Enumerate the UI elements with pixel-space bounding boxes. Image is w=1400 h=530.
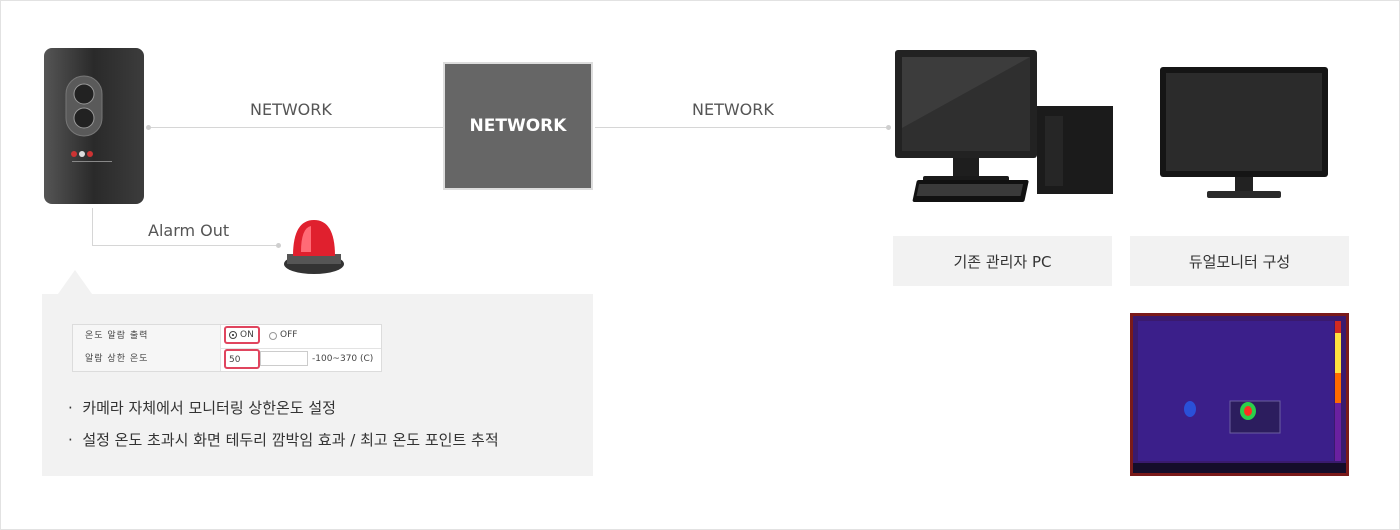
- admin-pc-caption: 기존 관리자 PC: [893, 236, 1112, 286]
- alarm-siren-icon: [284, 220, 344, 274]
- upper-temp-label: 알람 상한 온도: [73, 348, 221, 371]
- network-line-left-endpoint: [146, 125, 151, 130]
- temp-input-field[interactable]: 50: [224, 349, 260, 369]
- network-left-label: NETWORK: [250, 100, 332, 119]
- admin-pc-icon: [895, 50, 1113, 202]
- bullet-text-1: 카메라 자체에서 모니터링 상한온도 설정: [82, 399, 336, 417]
- thermal-camera-device: [44, 48, 144, 204]
- settings-table: 온도 알람 출력 ON OFF 알람 상한 온도 50 -100~370 (C): [72, 324, 382, 372]
- alarm-output-label: 온도 알람 출력: [73, 325, 221, 348]
- on-label: ON: [240, 330, 254, 340]
- bullet-item-1: · 카메라 자체에서 모니터링 상한온도 설정: [68, 397, 336, 418]
- network-line-right: [595, 127, 888, 128]
- settings-row-alarm-output: 온도 알람 출력 ON OFF: [73, 325, 381, 349]
- off-label: OFF: [280, 330, 298, 340]
- temp-input-extension: [260, 351, 308, 366]
- network-box: NETWORK: [443, 62, 593, 190]
- thermal-view-image: [1130, 313, 1349, 476]
- alarm-out-label: Alarm Out: [148, 221, 230, 240]
- settings-row-upper-temp: 알람 상한 온도 50 -100~370 (C): [73, 348, 381, 371]
- bullet-dot: ·: [68, 399, 83, 417]
- alarm-line-endpoint: [276, 243, 281, 248]
- temp-range-text: -100~370 (C): [312, 354, 374, 364]
- dual-monitor-caption: 듀얼모니터 구성: [1130, 236, 1349, 286]
- network-line-left: [148, 127, 443, 128]
- bullet-text-2: 설정 온도 초과시 화면 테두리 깜박임 효과 / 최고 온도 포인트 추적: [82, 431, 499, 449]
- radio-selected-icon: [229, 331, 237, 339]
- temp-input-value: 50: [229, 355, 241, 365]
- radio-unselected-icon[interactable]: [269, 332, 277, 340]
- panel-pointer: [58, 270, 92, 294]
- on-radio-option[interactable]: ON: [224, 326, 260, 344]
- network-right-label: NETWORK: [692, 100, 774, 119]
- bullet-dot: ·: [68, 431, 83, 449]
- alarm-line-horizontal: [92, 245, 278, 246]
- dual-monitor-icon: [1160, 67, 1328, 198]
- bullet-item-2: · 설정 온도 초과시 화면 테두리 깜박임 효과 / 최고 온도 포인트 추적: [68, 429, 499, 450]
- network-line-right-endpoint: [886, 125, 891, 130]
- alarm-line-vertical: [92, 208, 93, 245]
